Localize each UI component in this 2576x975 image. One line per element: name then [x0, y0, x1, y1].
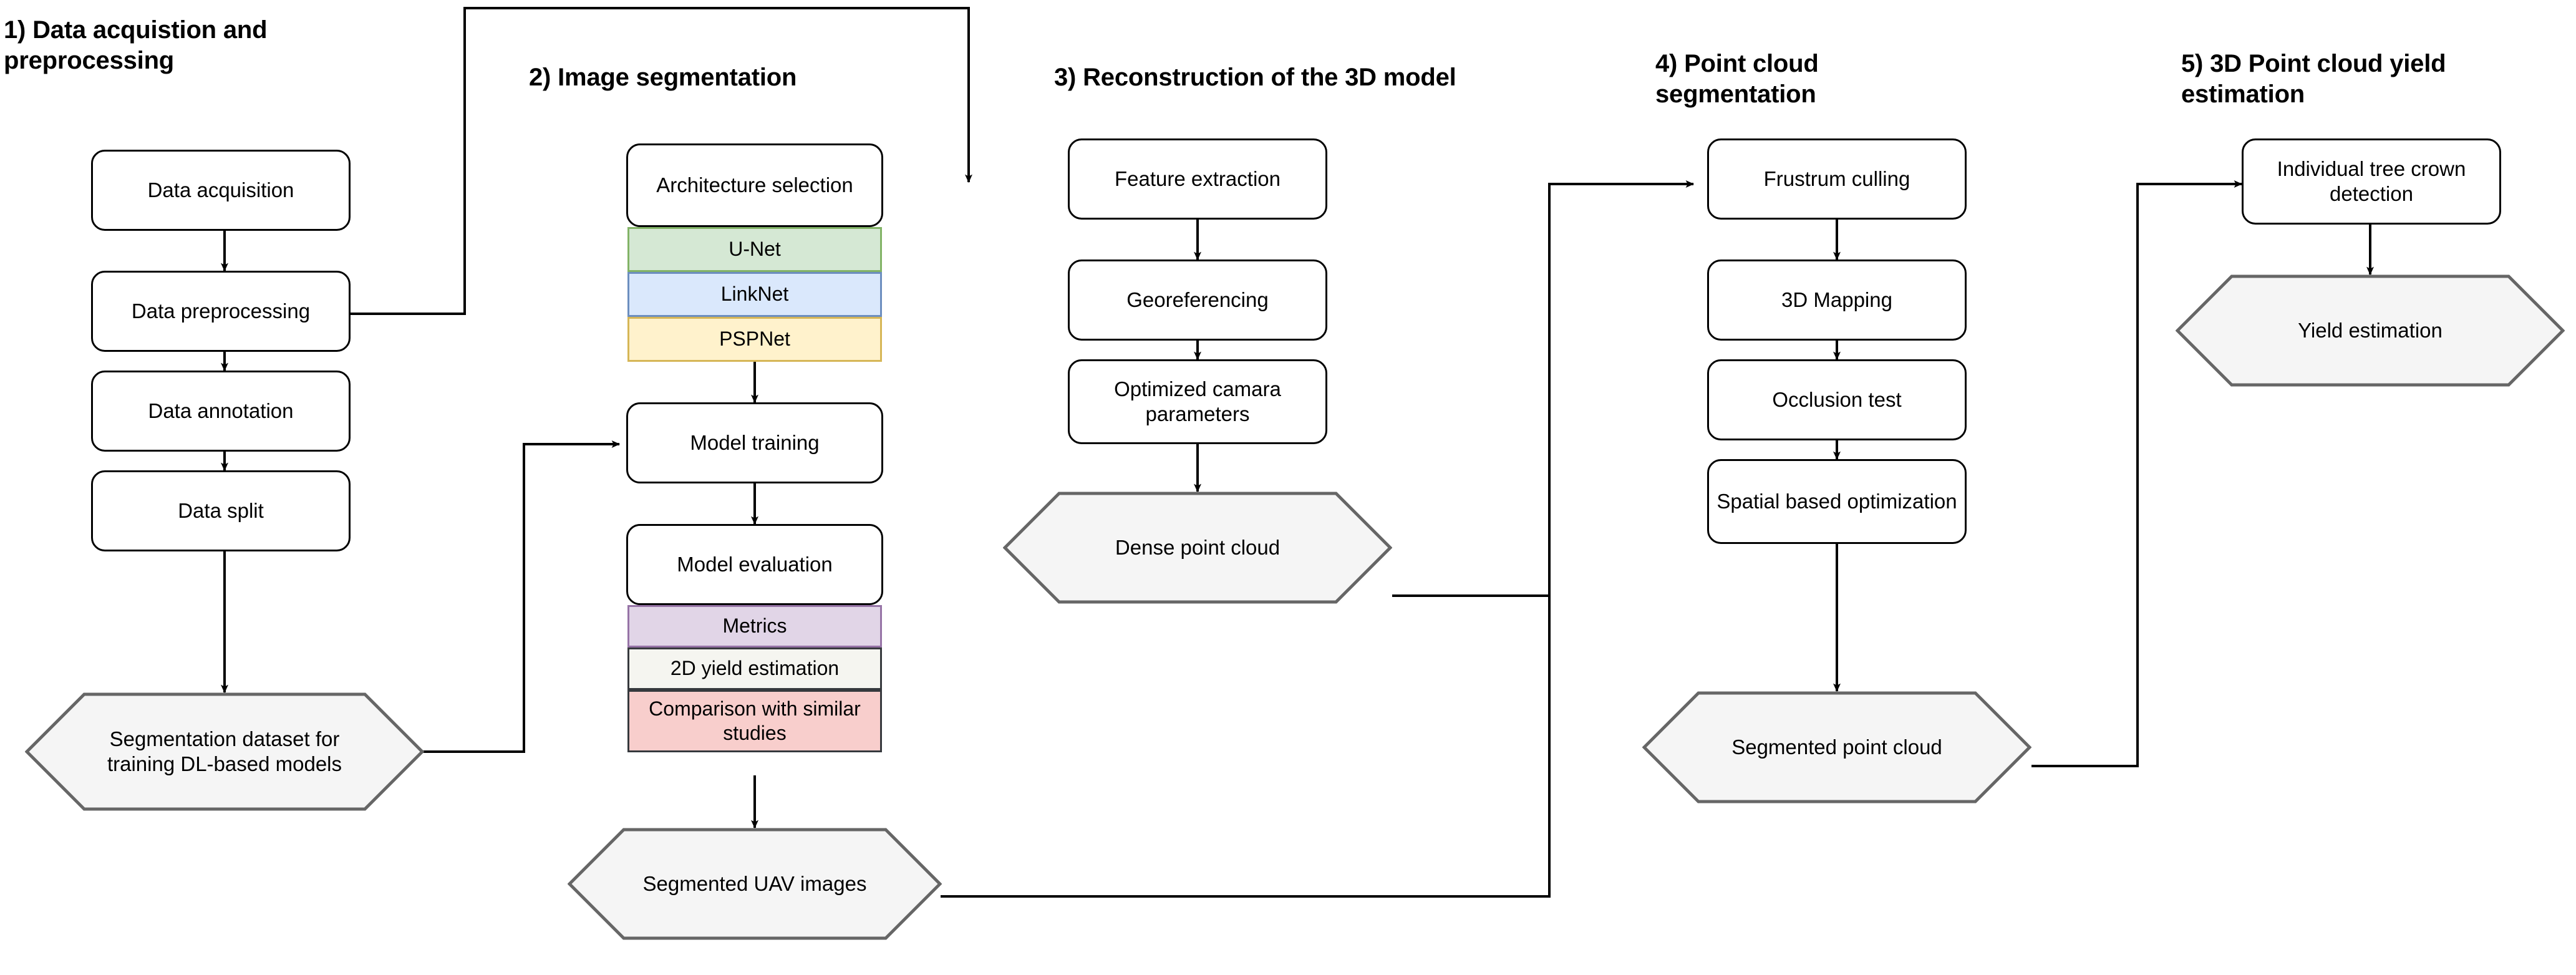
node-label: Model evaluation: [677, 552, 833, 576]
hexagon-shape: [567, 828, 942, 940]
node-label: Spatial based optimization: [1717, 489, 1957, 513]
node-metrics[interactable]: Metrics: [627, 605, 882, 648]
edge-segcloud-to-crown: [2031, 180, 2243, 767]
node-label: 3D Mapping: [1781, 288, 1892, 311]
node-label: 2D yield estimation: [670, 657, 840, 680]
node-label: LinkNet: [720, 283, 789, 306]
node-data-annotation[interactable]: Data annotation: [91, 371, 351, 452]
node-label: Model training: [690, 430, 820, 454]
node-label: Data split: [178, 498, 264, 522]
node-label: Occlusion test: [1772, 387, 1902, 411]
node-label: Individual tree crown detection: [2277, 157, 2466, 205]
node-individual-tree-crown-detection[interactable]: Individual tree crown detection: [2242, 138, 2501, 225]
node-label: Feature extraction: [1115, 167, 1281, 190]
hexagon-shape: [1642, 691, 2032, 803]
node-label: Segmented point cloud: [1731, 735, 1942, 759]
node-linknet[interactable]: LinkNet: [627, 272, 882, 317]
node-label: Segmented UAV images: [642, 871, 867, 895]
node-segmented-point-cloud[interactable]: Segmented point cloud: [1642, 691, 2032, 803]
node-label: Segmentation dataset for training DL-bas…: [107, 727, 342, 775]
node-label: Optimized camara parameters: [1114, 377, 1281, 425]
node-model-evaluation[interactable]: Model evaluation: [626, 524, 883, 605]
node-unet[interactable]: U-Net: [627, 227, 882, 272]
hexagon-shape: [1002, 492, 1393, 604]
edge-dataset-to-training: [412, 440, 621, 753]
node-occlusion-test[interactable]: Occlusion test: [1707, 359, 1967, 440]
node-architecture-selection[interactable]: Architecture selection: [626, 143, 883, 227]
node-label: Frustrum culling: [1763, 167, 1910, 190]
node-pspnet[interactable]: PSPNet: [627, 317, 882, 362]
node-label: Architecture selection: [656, 173, 853, 196]
hexagon-shape: [24, 692, 425, 811]
node-comparison-with-similar-studies[interactable]: Comparison with similar studies: [627, 690, 882, 752]
node-label: Comparison with similar studies: [649, 697, 861, 744]
node-label: Data annotation: [148, 399, 294, 422]
node-frustrum-culling[interactable]: Frustrum culling: [1707, 138, 1967, 220]
stage-title-4: 4) Point cloud segmentation: [1655, 50, 1819, 108]
node-label: Dense point cloud: [1115, 535, 1281, 559]
hexagon-shape: [2175, 274, 2565, 387]
stage-title-1: 1) Data acquistion and preprocessing: [4, 16, 268, 74]
node-data-acquisition[interactable]: Data acquisition: [91, 150, 351, 231]
node-data-preprocessing[interactable]: Data preprocessing: [91, 271, 351, 352]
node-feature-extraction[interactable]: Feature extraction: [1068, 138, 1327, 220]
node-2d-yield-estimation[interactable]: 2D yield estimation: [627, 648, 882, 690]
stage-title-5: 5) 3D Point cloud yield estimation: [2181, 50, 2446, 108]
edge-uav-to-frustrum: [941, 596, 1551, 898]
node-label: U-Net: [729, 238, 781, 261]
edge-dense-to-frustrum: [1392, 180, 1695, 597]
node-label: Metrics: [722, 614, 787, 638]
stage-title-2: 2) Image segmentation: [529, 64, 797, 91]
node-georeferencing[interactable]: Georeferencing: [1068, 260, 1327, 341]
node-optimized-camera-parameters[interactable]: Optimized camara parameters: [1068, 359, 1327, 444]
node-3d-mapping[interactable]: 3D Mapping: [1707, 260, 1967, 341]
node-dense-point-cloud[interactable]: Dense point cloud: [1002, 492, 1393, 604]
node-label: Georeferencing: [1126, 288, 1269, 311]
node-label: Yield estimation: [2298, 318, 2443, 342]
node-label: PSPNet: [719, 327, 790, 351]
node-label: Data preprocessing: [131, 299, 311, 323]
node-data-split[interactable]: Data split: [91, 470, 351, 551]
node-spatial-based-optimization[interactable]: Spatial based optimization: [1707, 459, 1967, 544]
node-model-training[interactable]: Model training: [626, 402, 883, 483]
node-yield-estimation[interactable]: Yield estimation: [2175, 274, 2565, 387]
node-segmentation-dataset[interactable]: Segmentation dataset for training DL-bas…: [24, 692, 425, 811]
node-label: Data acquisition: [147, 178, 294, 201]
stage-title-3: 3) Reconstruction of the 3D model: [1054, 64, 1456, 91]
node-segmented-uav-images[interactable]: Segmented UAV images: [567, 828, 942, 940]
